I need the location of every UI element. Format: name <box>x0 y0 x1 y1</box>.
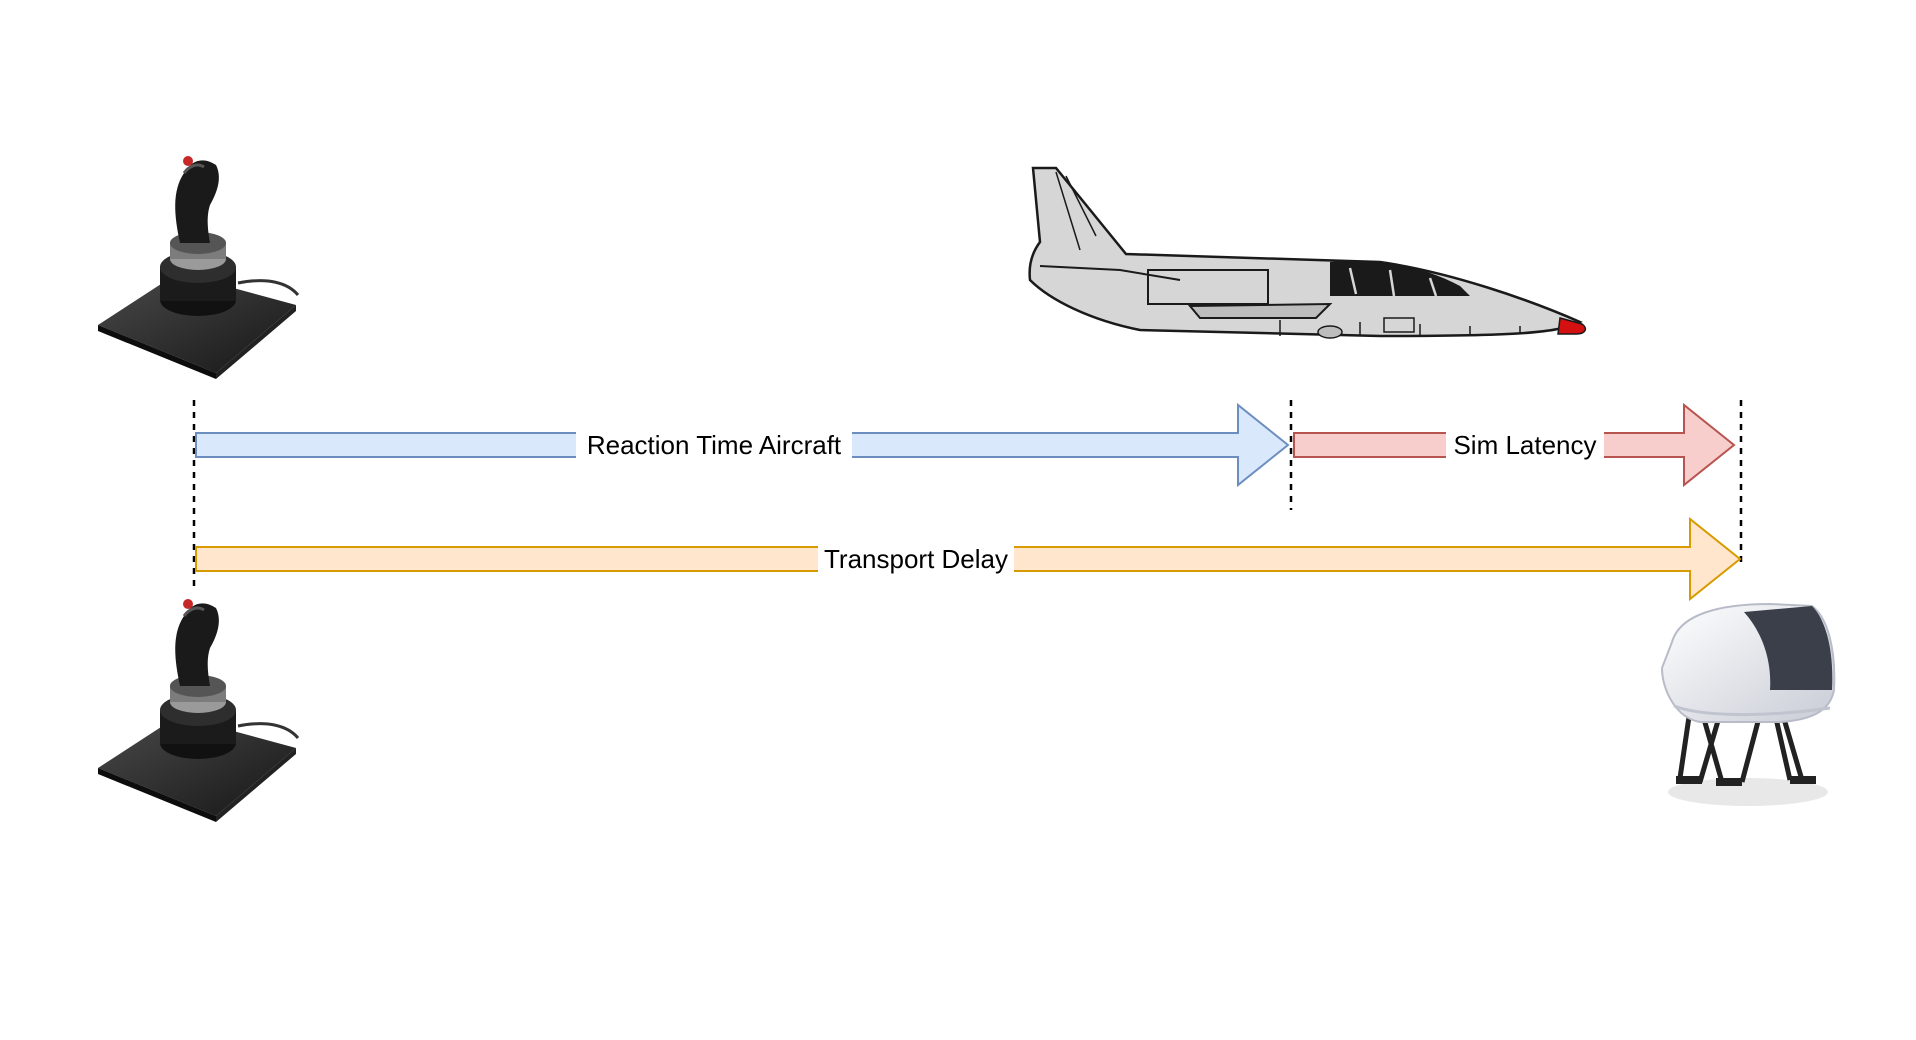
joystick-icon <box>98 156 300 379</box>
aircraft-icon <box>1028 166 1587 339</box>
reaction-arrow-label: Reaction Time Aircraft <box>587 430 842 460</box>
arrows-layer: Reaction Time Aircraft Sim LatencyTranspo… <box>195 402 1742 602</box>
sim-label-background <box>1446 431 1604 459</box>
transport-arrow-label: Transport Delay <box>824 544 1008 574</box>
sim-arrow: Sim Latency <box>1293 402 1736 488</box>
transport-arrow: Transport Delay <box>195 516 1742 602</box>
sim-arrow-label: Sim Latency <box>1453 430 1596 460</box>
reaction-arrow: Reaction Time Aircraft <box>195 402 1290 488</box>
transport-label-background <box>818 545 1014 573</box>
reaction-label-background <box>576 431 852 459</box>
flight-simulator-icon <box>1660 602 1836 806</box>
joystick-icon <box>98 599 300 822</box>
